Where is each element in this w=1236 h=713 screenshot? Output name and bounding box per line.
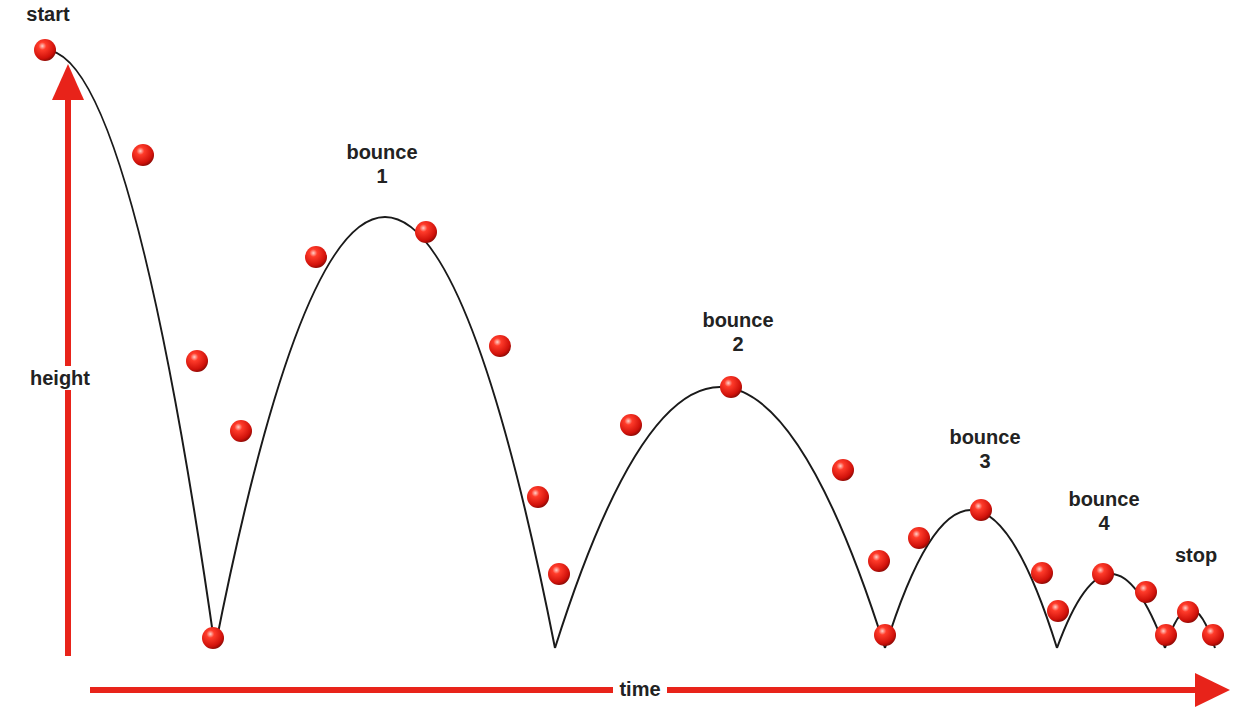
ball (132, 144, 154, 166)
ball (1202, 624, 1224, 646)
bounce-label: bounce 4 (1067, 487, 1141, 535)
bounce-label: bounce 2 (701, 308, 775, 356)
ball (202, 627, 224, 649)
ball-positions (34, 39, 1224, 649)
start-label: start (26, 2, 69, 26)
ball (1092, 563, 1114, 585)
trajectory (45, 50, 1215, 648)
ball (620, 414, 642, 436)
arrowhead (52, 64, 84, 100)
ball (1135, 581, 1157, 603)
ball (186, 350, 208, 372)
bounce-label: bounce 3 (948, 425, 1022, 473)
bounce-label: bounce 1 (345, 140, 419, 188)
ball (720, 376, 742, 398)
ball (1031, 562, 1053, 584)
ball (527, 486, 549, 508)
ball (1177, 601, 1199, 623)
ball (415, 221, 437, 243)
ball (1155, 624, 1177, 646)
bounce-curve (885, 510, 1057, 648)
axis-arrows (52, 64, 1230, 707)
bounce-curve (215, 217, 555, 648)
axis-label: height (24, 366, 96, 390)
bounce-curve (555, 387, 885, 648)
bounce-curve (1057, 574, 1165, 648)
ball (970, 499, 992, 521)
ball (874, 624, 896, 646)
ball (305, 246, 327, 268)
ball (832, 459, 854, 481)
stop-label: stop (1175, 543, 1217, 567)
ball (489, 335, 511, 357)
arrowhead (1195, 673, 1230, 707)
ball (230, 420, 252, 442)
ball (868, 550, 890, 572)
ball (908, 527, 930, 549)
ball (34, 39, 56, 61)
ball (548, 563, 570, 585)
ball (1047, 600, 1069, 622)
axis-label: time (613, 677, 666, 701)
